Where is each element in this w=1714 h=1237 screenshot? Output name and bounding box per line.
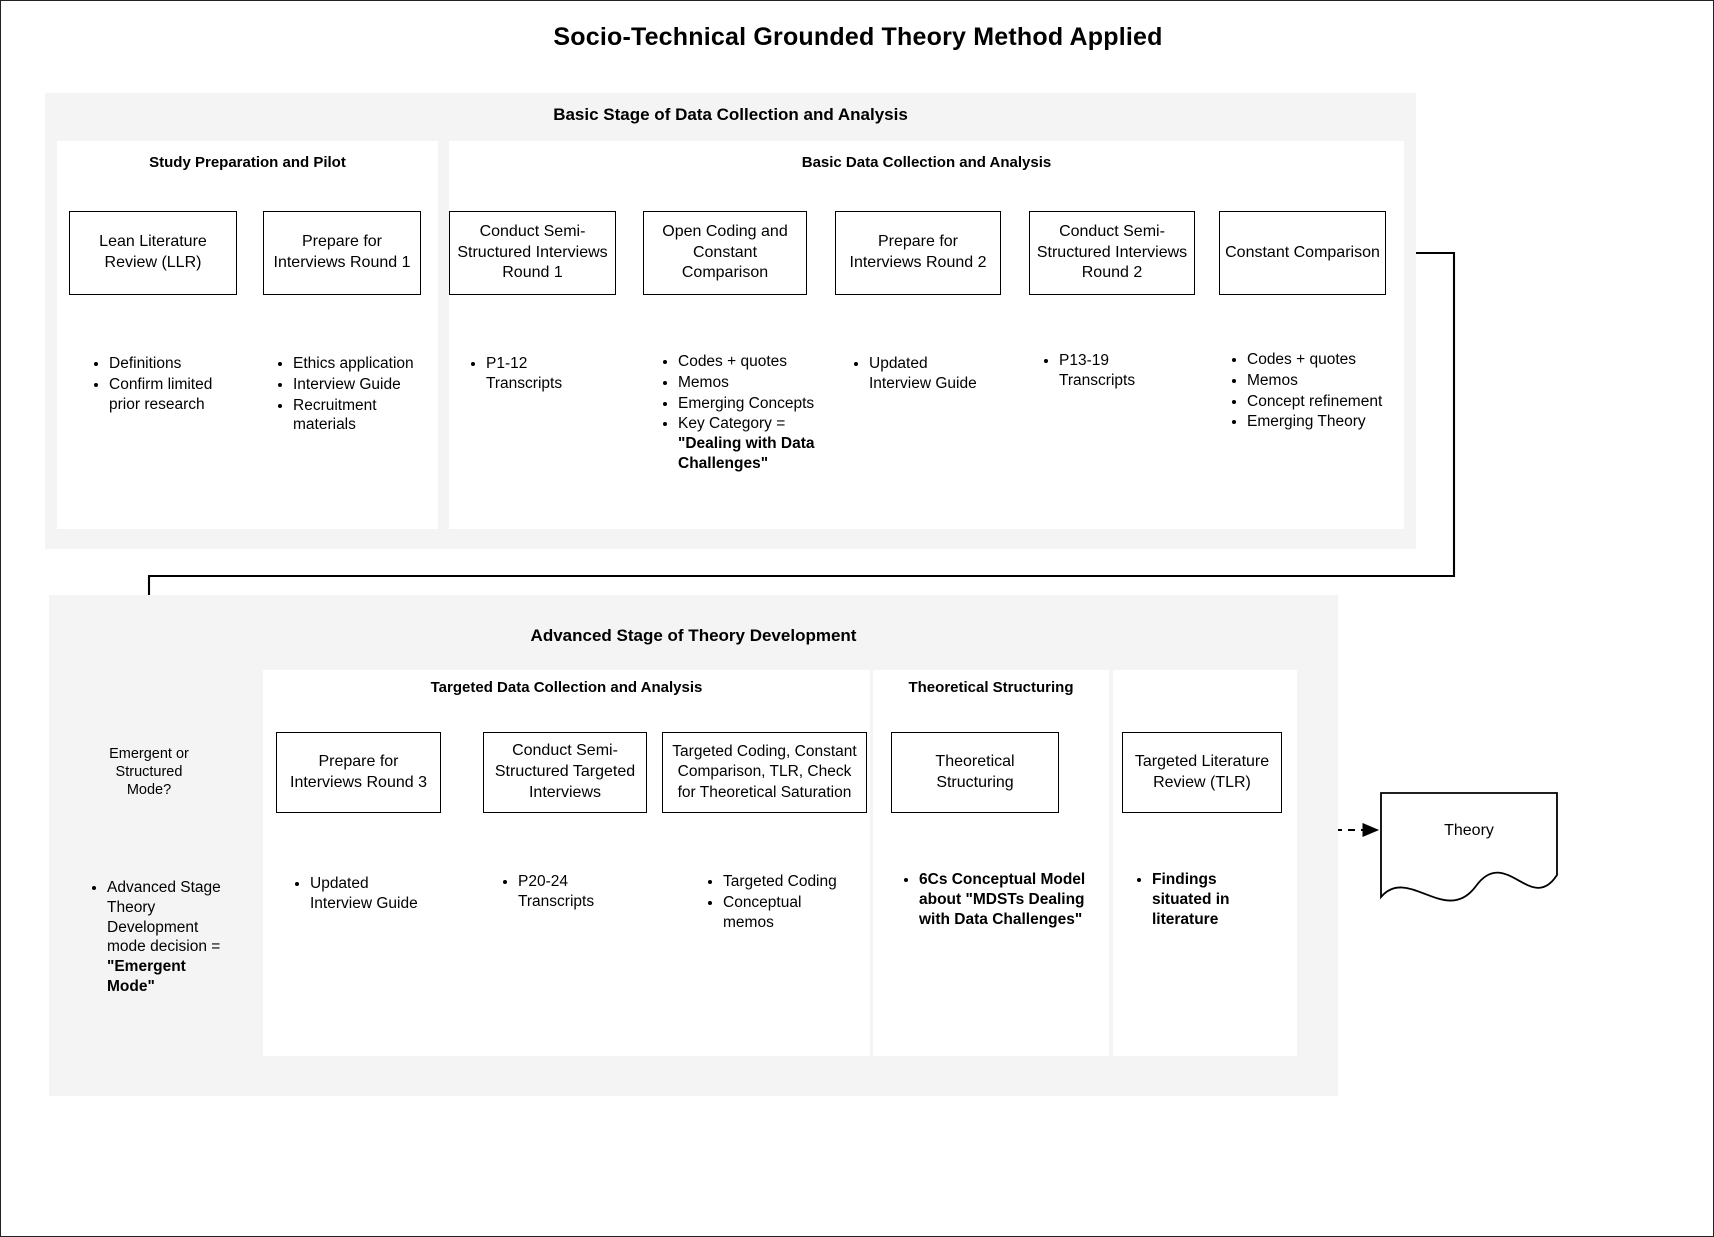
note-bullet: Key Category = "Dealing with Data Challe… bbox=[678, 414, 815, 473]
note-list-targeted-interviews: P20-24 Transcripts bbox=[488, 861, 646, 913]
theory-label: Theory bbox=[1444, 822, 1494, 839]
note-list-interviews2: P13-19 Transcripts bbox=[1029, 340, 1193, 392]
note-list-llr: DefinitionsConfirm limited prior researc… bbox=[79, 343, 242, 415]
note-bullet: P20-24 Transcripts bbox=[518, 872, 638, 912]
note-bullet: Ethics application bbox=[293, 354, 418, 374]
process-box-constant-comparison[interactable]: Constant Comparison bbox=[1219, 211, 1386, 295]
note-list-theoretical-structuring: 6Cs Conceptual Model about "MDSTs Dealin… bbox=[889, 859, 1099, 930]
process-box-theoretical-structuring[interactable]: Theoretical Structuring bbox=[891, 732, 1059, 813]
note-bullet: Memos bbox=[678, 373, 815, 393]
note-bullet: Codes + quotes bbox=[1247, 350, 1389, 370]
note-list-constcomp: Codes + quotesMemosConcept refinementEme… bbox=[1217, 339, 1397, 433]
note-list-decision: Advanced Stage Theory Development mode d… bbox=[77, 867, 243, 998]
process-box-prepare-interviews-round1[interactable]: Prepare for Interviews Round 1 bbox=[263, 211, 421, 295]
note-list-targeted-coding: Targeted CodingConceptual memos bbox=[693, 861, 851, 933]
note-bullet: Emerging Theory bbox=[1247, 412, 1389, 432]
process-box-conduct-interviews-round2[interactable]: Conduct Semi-Structured Interviews Round… bbox=[1029, 211, 1195, 295]
note-bullet: Emerging Concepts bbox=[678, 394, 815, 414]
decision-emergent-or-structured[interactable]: Emergent or Structured Mode? bbox=[92, 710, 206, 836]
note-bullet: P1-12 Transcripts bbox=[486, 354, 607, 394]
theory-output[interactable]: Theory bbox=[1381, 793, 1557, 897]
note-bullet: Confirm limited prior research bbox=[109, 375, 234, 415]
process-box-conduct-targeted-interviews[interactable]: Conduct Semi-Structured Targeted Intervi… bbox=[483, 732, 647, 813]
process-box-conduct-interviews-round1[interactable]: Conduct Semi-Structured Interviews Round… bbox=[449, 211, 616, 295]
note-bullet: Updated Interview Guide bbox=[310, 874, 425, 914]
note-list-opencoding: Codes + quotesMemosEmerging ConceptsKey … bbox=[648, 341, 823, 475]
note-bullet: Codes + quotes bbox=[678, 352, 815, 372]
process-box-open-coding[interactable]: Open Coding and Constant Comparison bbox=[643, 211, 807, 295]
note-bullet: Conceptual memos bbox=[723, 893, 843, 933]
subpanel-basic-data-collection bbox=[449, 141, 1404, 529]
section-title-basic-data: Basic Data Collection and Analysis bbox=[801, 154, 1052, 171]
section-title-targeted-data: Targeted Data Collection and Analysis bbox=[430, 679, 703, 696]
process-box-prepare-interviews-round2[interactable]: Prepare for Interviews Round 2 bbox=[835, 211, 1001, 295]
process-box-targeted-coding[interactable]: Targeted Coding, Constant Comparison, TL… bbox=[662, 732, 867, 813]
note-bullet: Findings situated in literature bbox=[1152, 870, 1274, 929]
note-bullet: Definitions bbox=[109, 354, 234, 374]
note-bullet: P13-19 Transcripts bbox=[1059, 351, 1185, 391]
process-box-targeted-literature-review[interactable]: Targeted Literature Review (TLR) bbox=[1122, 732, 1282, 813]
note-bullet: Recruitment materials bbox=[293, 396, 418, 436]
note-bullet: Interview Guide bbox=[293, 375, 418, 395]
section-title-study-preparation: Study Preparation and Pilot bbox=[149, 154, 346, 171]
page-title: Socio-Technical Grounded Theory Method A… bbox=[553, 23, 1163, 51]
note-list-prep3: Updated Interview Guide bbox=[280, 863, 433, 915]
note-list-interviews1: P1-12 Transcripts bbox=[456, 343, 615, 395]
section-title-theoretical-structuring: Theoretical Structuring bbox=[908, 679, 1074, 696]
note-bullet: Memos bbox=[1247, 371, 1389, 391]
note-list-prep2: Updated Interview Guide bbox=[839, 343, 998, 395]
subpanel-study-preparation bbox=[57, 141, 438, 529]
panel-advanced-title: Advanced Stage of Theory Development bbox=[530, 626, 857, 645]
panel-basic-title: Basic Stage of Data Collection and Analy… bbox=[553, 105, 908, 124]
process-box-lean-literature-review[interactable]: Lean Literature Review (LLR) bbox=[69, 211, 237, 295]
note-list-tlr: Findings situated in literature bbox=[1122, 859, 1282, 930]
note-bullet: Updated Interview Guide bbox=[869, 354, 990, 394]
note-bullet: Advanced Stage Theory Development mode d… bbox=[107, 878, 235, 997]
note-bullet: 6Cs Conceptual Model about "MDSTs Dealin… bbox=[919, 870, 1091, 929]
decision-label: Emergent or Structured Mode? bbox=[109, 746, 189, 798]
note-bullet: Concept refinement bbox=[1247, 392, 1389, 412]
note-bullet: Targeted Coding bbox=[723, 872, 843, 892]
note-list-prep1: Ethics applicationInterview GuideRecruit… bbox=[263, 343, 426, 436]
process-box-prepare-interviews-round3[interactable]: Prepare for Interviews Round 3 bbox=[276, 732, 441, 813]
